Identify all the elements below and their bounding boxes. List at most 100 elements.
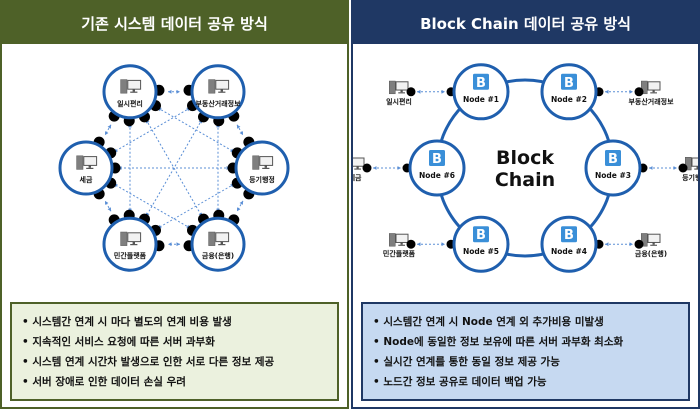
node-icon-letter: B — [476, 228, 486, 243]
blockchain-node: B Node #2 — [540, 63, 598, 121]
server-tower-icon — [76, 155, 84, 170]
arrowhead — [176, 89, 180, 94]
monitor-stand — [220, 241, 223, 245]
monitor-icon — [351, 157, 365, 167]
system-circle — [190, 64, 246, 120]
computer-icon — [120, 231, 142, 246]
external-system: 민간플랫폼 — [383, 233, 456, 258]
external-system: 세금 — [345, 157, 412, 182]
monitor-stand — [696, 166, 699, 169]
node-circle — [408, 139, 466, 197]
monitor-icon — [647, 233, 661, 243]
node-icon-bg — [429, 150, 445, 166]
legacy-issues-list: 시스템간 연계 시 마다 별도의 연계 비용 발생 지속적인 서비스 요청에 따… — [10, 302, 339, 401]
external-system-label: 민간플랫폼 — [383, 249, 416, 258]
system-label: 세금 — [80, 175, 93, 184]
connector-dot — [406, 239, 416, 249]
blockchain-b-icon: B — [473, 226, 489, 243]
node-label: Node #2 — [551, 95, 587, 104]
monitor-stand — [652, 242, 655, 245]
node-label: Node #4 — [551, 247, 587, 256]
node-circle — [584, 139, 642, 197]
blockchain-diagram: BlockChain일시편리부동산거래정보세금등기행정민간플랫폼금융(은행)BN… — [345, 46, 700, 292]
server-tower-icon — [208, 231, 216, 246]
monitor-stand — [264, 165, 267, 168]
node-label: Node #1 — [463, 95, 499, 104]
monitor-icon — [395, 81, 409, 91]
computer-icon — [345, 157, 365, 171]
connection-arrow — [168, 89, 180, 94]
connection-arrow — [104, 200, 112, 212]
monitor-icon — [647, 81, 661, 91]
blockchain-center-label: Block — [496, 147, 554, 169]
connector-dot — [634, 239, 644, 249]
legacy-issue-item: 서버 장애로 인한 데이터 손실 우려 — [22, 372, 327, 392]
node-icon-bg — [473, 226, 489, 243]
monitor-stand — [400, 242, 403, 245]
arrowhead — [176, 242, 180, 247]
node-icon-letter: B — [564, 228, 574, 243]
node-label: Node #3 — [595, 171, 631, 180]
node-label: Node #6 — [419, 171, 455, 180]
dashed-link — [113, 107, 191, 153]
connector-dot — [678, 163, 688, 173]
monitor-base — [354, 168, 361, 170]
monitor-icon — [83, 156, 98, 166]
monitor-icon — [259, 156, 274, 166]
monitor-base — [130, 91, 138, 93]
blockchain-panel-title: Block Chain 데이터 공유 방식 — [353, 2, 698, 44]
monitor-base — [694, 168, 700, 170]
connection-arrow — [417, 89, 445, 94]
server-tower-icon — [252, 155, 260, 170]
blockchain-benefit-item: 시스템간 연계 시 Node 연계 외 추가비용 미발생 — [373, 312, 678, 332]
external-system-label: 부동산거래정보 — [628, 97, 674, 106]
monitor-base — [218, 91, 226, 93]
blockchain-benefits-list: 시스템간 연계 시 Node 연계 외 추가비용 미발생 Node에 동일한 정… — [361, 302, 690, 401]
blockchain-node: B Node #5 — [452, 215, 510, 273]
dashed-link — [113, 183, 191, 229]
arrowhead — [629, 89, 633, 94]
connection-arrow — [605, 242, 633, 247]
node-label: Node #5 — [463, 247, 499, 256]
server-tower-icon — [120, 79, 128, 94]
system-label: 부동산거래정보 — [195, 99, 241, 108]
system-node: 부동산거래정보 — [190, 64, 246, 120]
node-icon-bg — [561, 226, 577, 243]
blockchain-benefit-item: 노드간 정보 공유로 데이터 백업 가능 — [373, 372, 678, 392]
monitor-base — [398, 244, 405, 246]
external-system-label: 세금 — [353, 173, 362, 182]
node-icon-bg — [561, 73, 577, 90]
connection-arrow — [236, 124, 244, 136]
server-tower-icon — [389, 80, 396, 95]
connection-arrow — [118, 166, 230, 170]
legacy-panel-title: 기존 시스템 데이터 공유 방식 — [2, 2, 347, 44]
server-tower-icon — [685, 157, 692, 171]
arrowhead — [441, 89, 445, 94]
monitor-base — [650, 92, 657, 94]
blockchain-benefit-item: Node에 동일한 정보 보유에 따른 서버 과부화 최소화 — [373, 332, 678, 352]
system-circle — [190, 216, 246, 272]
external-system-label: 금융(은행) — [635, 249, 667, 258]
system-node: 세금 — [58, 140, 114, 196]
system-label: 금융(은행) — [202, 251, 234, 260]
system-circle — [58, 140, 114, 196]
node-icon-letter: B — [564, 76, 574, 91]
computer-icon — [389, 80, 409, 95]
blockchain-center-label: Chain — [495, 169, 555, 191]
monitor-icon — [127, 232, 142, 243]
arrowhead — [417, 89, 421, 94]
arrowhead — [237, 124, 241, 129]
node-icon-bg — [473, 73, 489, 90]
server-tower-icon — [120, 231, 128, 246]
blockchain-b-icon: B — [561, 73, 577, 91]
system-label: 민간플랫폼 — [114, 251, 147, 260]
monitor-stand — [88, 165, 91, 168]
node-circle — [452, 215, 510, 273]
computer-icon — [389, 233, 409, 247]
legacy-issue-item: 시스템간 연계 시 마다 별도의 연계 비용 발생 — [22, 312, 327, 332]
system-node: 금융(은행) — [190, 216, 246, 272]
node-circle — [540, 215, 598, 273]
arrowhead — [105, 200, 109, 205]
arrowhead — [673, 166, 677, 170]
system-label: 등기행정 — [249, 175, 275, 184]
